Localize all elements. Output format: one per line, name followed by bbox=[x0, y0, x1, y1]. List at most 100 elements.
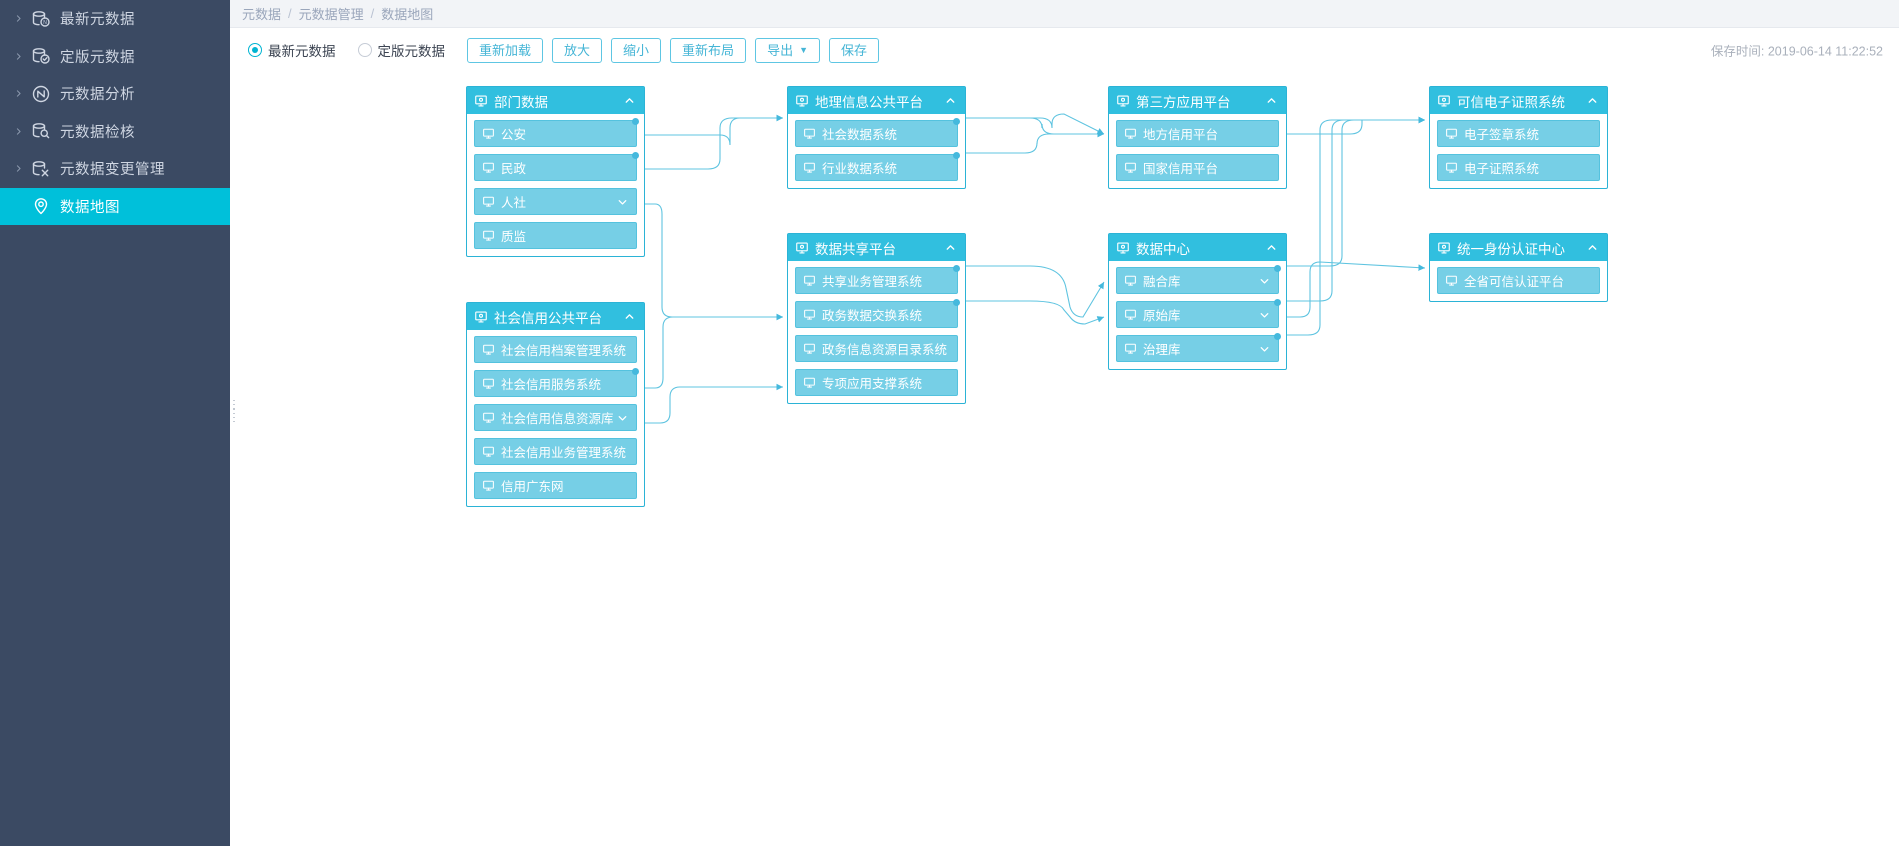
diagram-node[interactable]: 全省可信认证平台 bbox=[1437, 267, 1600, 294]
chevron-up-icon[interactable] bbox=[622, 310, 636, 324]
connector-port[interactable] bbox=[953, 265, 960, 272]
chevron-up-icon[interactable] bbox=[1585, 241, 1599, 255]
diagram-node[interactable]: 行业数据系统 bbox=[795, 152, 960, 181]
diagram-group-cert[interactable]: 可信电子证照系统电子签章系统电子证照系统 bbox=[1429, 86, 1608, 189]
diagram-group-header[interactable]: 部门数据 bbox=[467, 87, 644, 114]
diagram-node[interactable]: 社会信用服务系统 bbox=[474, 368, 639, 397]
diagram-node[interactable]: 融合库 bbox=[1116, 265, 1281, 294]
diagram-group-credit[interactable]: 社会信用公共平台社会信用档案管理系统社会信用服务系统社会信用信息资源库社会信用业… bbox=[466, 302, 645, 507]
data-map-canvas[interactable]: 部门数据公安民政人社质监社会信用公共平台社会信用档案管理系统社会信用服务系统社会… bbox=[230, 72, 1899, 846]
breadcrumb-item-2[interactable]: 数据地图 bbox=[381, 7, 434, 22]
diagram-group-title: 地理信息公共平台 bbox=[815, 94, 923, 110]
radio-dot[interactable] bbox=[357, 43, 372, 57]
map-pin-icon bbox=[28, 196, 54, 216]
database-new-icon: N bbox=[28, 9, 54, 29]
diagram-node[interactable]: 质监 bbox=[474, 222, 637, 249]
chevron-up-icon[interactable] bbox=[943, 94, 957, 108]
connector-port[interactable] bbox=[953, 118, 960, 125]
connector-port[interactable] bbox=[632, 368, 639, 375]
connector-port[interactable] bbox=[1274, 333, 1281, 340]
diagram-node[interactable]: 民政 bbox=[474, 152, 639, 181]
diagram-node[interactable]: 社会信用信息资源库 bbox=[474, 404, 637, 431]
diagram-node[interactable]: 社会数据系统 bbox=[795, 118, 960, 147]
sidebar-item-3[interactable]: 元数据分析 bbox=[0, 75, 230, 113]
diagram-node[interactable]: 社会信用档案管理系统 bbox=[474, 336, 637, 363]
diagram-group-header[interactable]: 第三方应用平台 bbox=[1109, 87, 1286, 114]
chevron-down-icon[interactable] bbox=[616, 195, 629, 208]
chevron-up-icon[interactable] bbox=[943, 241, 957, 255]
connector-port[interactable] bbox=[1274, 299, 1281, 306]
radio-versioned-metadata[interactable]: 定版元数据 bbox=[357, 40, 445, 60]
diagram-node[interactable]: 地方信用平台 bbox=[1116, 120, 1279, 147]
diagram-node-label: 行业数据系统 bbox=[822, 162, 898, 176]
diagram-group-header[interactable]: 社会信用公共平台 bbox=[467, 303, 644, 330]
diagram-group-title: 数据共享平台 bbox=[815, 241, 896, 257]
chevron-up-icon[interactable] bbox=[1585, 94, 1599, 108]
metadata-version-radio-group[interactable]: 最新元数据 定版元数据 bbox=[248, 40, 467, 60]
diagram-group-header[interactable]: 数据共享平台 bbox=[788, 234, 965, 261]
diagram-group-identity[interactable]: 统一身份认证中心全省可信认证平台 bbox=[1429, 233, 1608, 302]
diagram-node[interactable]: 社会信用业务管理系统 bbox=[474, 438, 637, 465]
zoom-in-button[interactable]: 放大 bbox=[552, 37, 603, 63]
diagram-group-share[interactable]: 数据共享平台共享业务管理系统政务数据交换系统政务信息资源目录系统专项应用支撑系统 bbox=[787, 233, 966, 404]
monitor-icon bbox=[1124, 161, 1137, 174]
diagram-node-label: 社会信用业务管理系统 bbox=[501, 446, 627, 460]
diagram-node[interactable]: 共享业务管理系统 bbox=[795, 265, 960, 294]
relayout-button[interactable]: 重新布局 bbox=[670, 37, 747, 63]
sidebar-resize-handle[interactable] bbox=[231, 398, 237, 424]
diagram-group-header[interactable]: 统一身份认证中心 bbox=[1430, 234, 1607, 261]
diagram-group-datacenter[interactable]: 数据中心融合库原始库治理库 bbox=[1108, 233, 1287, 370]
chevron-down-icon[interactable] bbox=[616, 411, 629, 424]
save-button[interactable]: 保存 bbox=[829, 37, 880, 63]
diagram-group-geo[interactable]: 地理信息公共平台社会数据系统行业数据系统 bbox=[787, 86, 966, 189]
connector-port[interactable] bbox=[632, 152, 639, 159]
diagram-node-label: 公安 bbox=[501, 128, 527, 142]
breadcrumb-item-0[interactable]: 元数据 bbox=[242, 7, 282, 22]
save-time-label: 保存时间: 2019-06-14 11:22:52 bbox=[1710, 44, 1883, 59]
diagram-group-thirdparty[interactable]: 第三方应用平台地方信用平台国家信用平台 bbox=[1108, 86, 1287, 189]
diagram-node[interactable]: 政务数据交换系统 bbox=[795, 299, 960, 328]
export-button[interactable]: 导出▼ bbox=[755, 37, 820, 63]
monitor-icon bbox=[803, 161, 816, 174]
diagram-node[interactable]: 人社 bbox=[474, 188, 637, 215]
sidebar-item-5[interactable]: 元数据变更管理 bbox=[0, 150, 230, 188]
radio-latest-metadata[interactable]: 最新元数据 bbox=[248, 40, 336, 60]
connector-port[interactable] bbox=[953, 299, 960, 306]
chevron-up-icon[interactable] bbox=[1264, 94, 1278, 108]
sidebar-item-4[interactable]: 元数据检核 bbox=[0, 113, 230, 151]
diagram-group-dept[interactable]: 部门数据公安民政人社质监 bbox=[466, 86, 645, 257]
sidebar-item-6[interactable]: 数据地图 bbox=[0, 187, 230, 225]
chevron-down-icon[interactable] bbox=[1258, 274, 1271, 287]
database-search-icon bbox=[28, 121, 54, 141]
diagram-group-header[interactable]: 地理信息公共平台 bbox=[788, 87, 965, 114]
radio-dot[interactable] bbox=[248, 43, 262, 57]
diagram-node[interactable]: 治理库 bbox=[1116, 333, 1281, 362]
zoom-out-button[interactable]: 缩小 bbox=[611, 37, 662, 63]
connector-port[interactable] bbox=[1274, 265, 1281, 272]
sidebar-item-2[interactable]: 定版元数据 bbox=[0, 38, 230, 76]
chevron-down-icon[interactable] bbox=[1258, 342, 1271, 355]
diagram-group-header[interactable]: 可信电子证照系统 bbox=[1430, 87, 1607, 114]
diagram-node-label: 电子证照系统 bbox=[1464, 162, 1540, 176]
chevron-right-icon bbox=[8, 164, 28, 173]
breadcrumb-item-1[interactable]: 元数据管理 bbox=[298, 7, 364, 22]
diagram-node[interactable]: 专项应用支撑系统 bbox=[795, 369, 958, 396]
reload-button[interactable]: 重新加载 bbox=[467, 37, 544, 63]
diagram-node[interactable]: 公安 bbox=[474, 118, 639, 147]
chevron-up-icon[interactable] bbox=[1264, 241, 1278, 255]
diagram-node[interactable]: 电子证照系统 bbox=[1437, 154, 1600, 181]
diagram-node[interactable]: 电子签章系统 bbox=[1437, 120, 1600, 147]
diagram-node[interactable]: 国家信用平台 bbox=[1116, 154, 1279, 181]
button-label: 保存 bbox=[841, 42, 868, 58]
monitor-icon bbox=[482, 161, 495, 174]
chevron-up-icon[interactable] bbox=[622, 94, 636, 108]
diagram-group-header[interactable]: 数据中心 bbox=[1109, 234, 1286, 261]
diagram-node[interactable]: 信用广东网 bbox=[474, 472, 637, 499]
diagram-node[interactable]: 政务信息资源目录系统 bbox=[795, 335, 958, 362]
group-icon bbox=[1116, 94, 1130, 108]
connector-port[interactable] bbox=[953, 152, 960, 159]
diagram-node[interactable]: 原始库 bbox=[1116, 299, 1281, 328]
connector-port[interactable] bbox=[632, 118, 639, 125]
chevron-down-icon[interactable] bbox=[1258, 308, 1271, 321]
